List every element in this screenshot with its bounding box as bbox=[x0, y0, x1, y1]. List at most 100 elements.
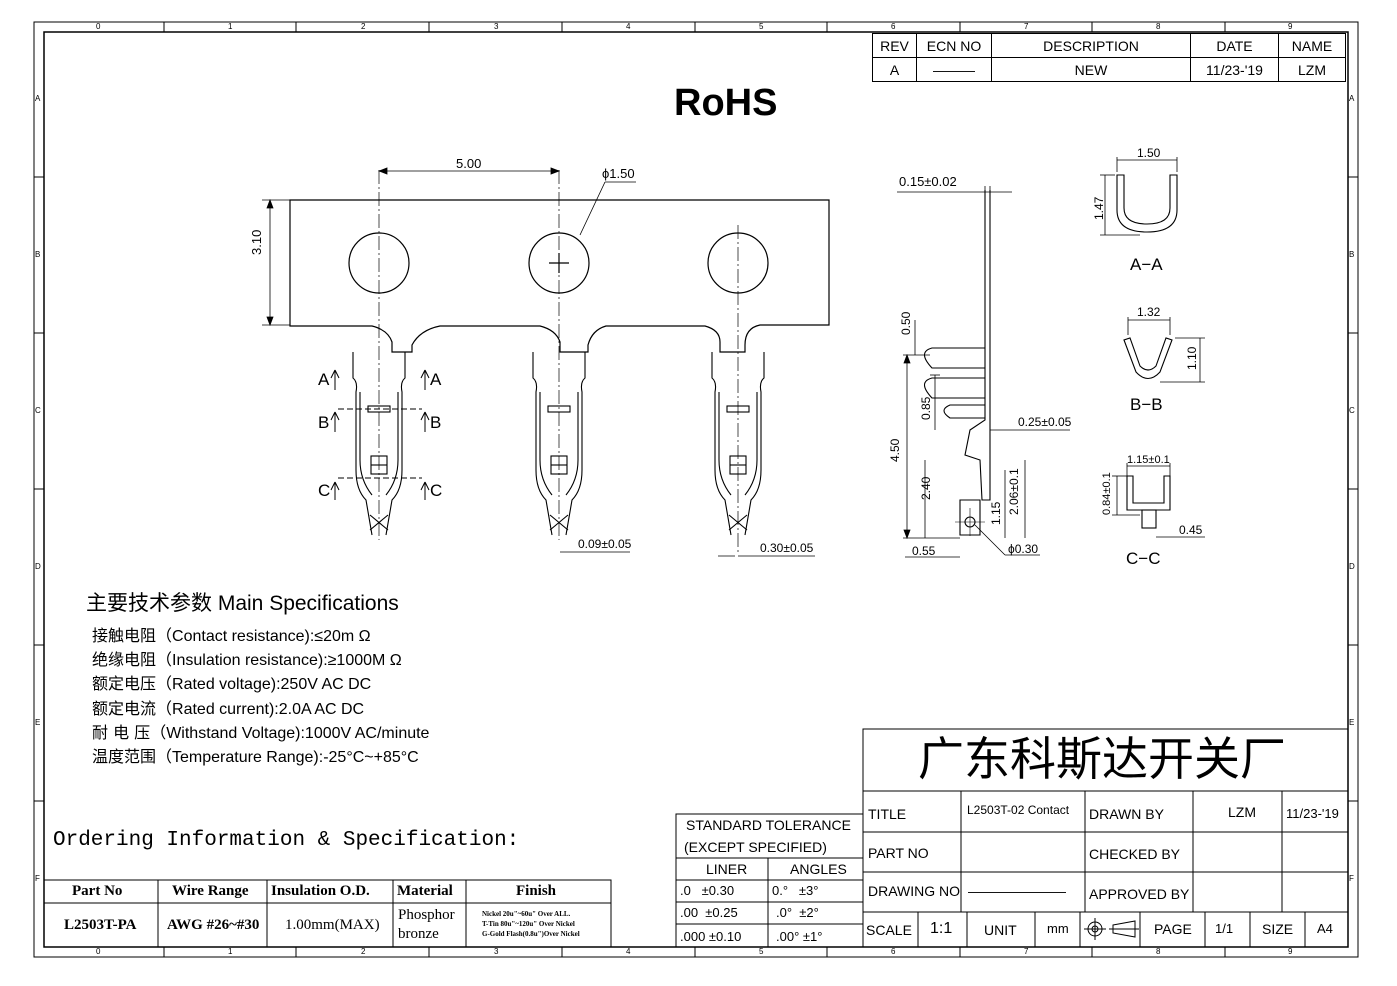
company-name: 广东科斯达开关厂 bbox=[918, 732, 1286, 786]
dim-side-115: 1.15 bbox=[989, 501, 1003, 525]
spec-label-cn: 接触电阻 bbox=[92, 626, 157, 645]
scale-label: SCALE bbox=[866, 922, 912, 938]
spec-label-cn: 温度范围 bbox=[92, 747, 157, 766]
drawing-no-label: DRAWING NO bbox=[868, 883, 961, 899]
dim-side-025: 0.25±0.05 bbox=[1018, 415, 1072, 429]
ordering-part-no: L2503T-PA bbox=[64, 917, 137, 933]
section-mark-c-right: C bbox=[430, 481, 443, 500]
dim-side-030: ϕ0.30 bbox=[1008, 542, 1039, 556]
ordering-heading: Ordering Information & Specification: bbox=[53, 829, 520, 852]
zone-col-9-bottom: 9 bbox=[1288, 947, 1293, 956]
ordering-header-material: Material bbox=[397, 883, 453, 899]
tolerance-frame bbox=[675, 813, 864, 948]
spec-value: （Temperature Range):-25°C~+85°C bbox=[156, 749, 419, 766]
zone-col-9: 9 bbox=[1288, 22, 1293, 31]
specs-title-en: Main Specifications bbox=[217, 592, 399, 615]
ordering-finish-line-1: Nickel 20u"~60u" Over ALL. bbox=[482, 910, 571, 918]
scale-value: 1:1 bbox=[930, 920, 953, 937]
revision-table: REV ECN NO DESCRIPTION DATE NAME A ——— N… bbox=[872, 33, 1346, 82]
ordering-header-part-no: Part No bbox=[72, 883, 123, 899]
title-label: TITLE bbox=[868, 806, 907, 822]
spec-rated-voltage: 额定电压（Rated voltage):250V AC DC bbox=[92, 670, 371, 694]
ordering-material-line-2: bronze bbox=[398, 926, 439, 942]
drawing-no-value: ——————— bbox=[968, 883, 1066, 899]
dim-cc-tab: 0.45 bbox=[1179, 523, 1203, 537]
tolerance-liner-3: .000 ±0.10 bbox=[680, 929, 742, 944]
spec-value: （Contact resistance):≤20m Ω bbox=[156, 628, 371, 645]
spec-label-cn: 绝缘电阻 bbox=[92, 650, 157, 669]
drawn-by-value: LZM bbox=[1228, 804, 1256, 820]
spec-label-cn: 额定电流 bbox=[92, 699, 157, 718]
zone-col-2: 2 bbox=[361, 22, 366, 31]
side-view bbox=[923, 190, 991, 536]
drawn-date: 11/23-'19 bbox=[1286, 806, 1339, 821]
description-header: DESCRIPTION bbox=[991, 33, 1191, 58]
ordering-header-insulation: Insulation O.D. bbox=[271, 883, 370, 899]
unit-value: mm bbox=[1047, 921, 1069, 936]
zone-row-b-right: B bbox=[1349, 250, 1355, 259]
rev-value: A bbox=[872, 57, 917, 82]
ordering-frame bbox=[43, 879, 612, 948]
zone-col-5: 5 bbox=[759, 22, 764, 31]
zone-col-0: 0 bbox=[96, 22, 101, 31]
section-mark-a-left: A bbox=[318, 370, 330, 389]
section-mark-a-right: A bbox=[430, 370, 442, 389]
spec-insulation-resistance: 绝缘电阻（Insulation resistance):≥1000M Ω bbox=[92, 646, 402, 670]
zone-row-a: A bbox=[35, 94, 41, 103]
dim-side-450: 4.50 bbox=[888, 438, 902, 462]
carrier-strip-outline bbox=[289, 199, 830, 353]
spec-value: （Rated voltage):250V AC DC bbox=[156, 676, 372, 693]
dim-gap-1: 0.09±0.05 bbox=[578, 537, 632, 551]
zone-row-a-right: A bbox=[1349, 94, 1355, 103]
dim-cc-width: 1.15±0.1 bbox=[1127, 454, 1170, 466]
ordering-finish-line-3: G-Gold Flash(0.8u")Over Nickel bbox=[482, 930, 580, 938]
tolerance-angle-3: .00° ±1° bbox=[776, 929, 823, 944]
zone-col-3-bottom: 3 bbox=[494, 947, 499, 956]
zone-row-d: D bbox=[35, 562, 41, 571]
ordering-header-finish: Finish bbox=[516, 883, 557, 899]
ecn-header: ECN NO bbox=[916, 33, 992, 58]
ordering-material-line-1: Phosphor bbox=[398, 907, 455, 923]
zone-col-6-bottom: 6 bbox=[891, 947, 896, 956]
approved-by-label: APPROVED BY bbox=[1089, 886, 1190, 902]
ordering-header-wire-range: Wire Range bbox=[172, 883, 249, 899]
contact-terminals bbox=[352, 352, 765, 536]
dim-thickness: 0.15±0.02 bbox=[899, 174, 957, 189]
rohs-label: RoHS bbox=[674, 82, 778, 124]
tolerance-angle-1: 0.° ±3° bbox=[772, 883, 819, 898]
section-aa bbox=[1116, 174, 1178, 233]
tolerance-liner-2: .00 ±0.25 bbox=[680, 905, 738, 920]
dim-aa-height: 1.47 bbox=[1092, 196, 1106, 220]
section-bb bbox=[1123, 337, 1173, 380]
zone-col-4: 4 bbox=[626, 22, 631, 31]
size-label: SIZE bbox=[1262, 921, 1294, 937]
dim-strip-height: 3.10 bbox=[249, 229, 264, 255]
dim-side-240: 2.40 bbox=[919, 476, 933, 500]
part-no-label: PART NO bbox=[868, 845, 929, 861]
zone-row-c-right: C bbox=[1349, 406, 1355, 415]
spec-withstand-voltage: 耐 电 压（Withstand Voltage):1000V AC/minute bbox=[92, 719, 429, 743]
dim-bb-width: 1.32 bbox=[1137, 305, 1161, 319]
dim-pitch: 5.00 bbox=[456, 156, 482, 171]
zone-col-1-bottom: 1 bbox=[228, 947, 233, 956]
zone-col-5-bottom: 5 bbox=[759, 947, 764, 956]
zone-col-4-bottom: 4 bbox=[626, 947, 631, 956]
tolerance-col-liner: LINER bbox=[706, 861, 748, 877]
spec-temperature-range: 温度范围（Temperature Range):-25°C~+85°C bbox=[92, 743, 419, 767]
spec-value: （Withstand Voltage):1000V AC/minute bbox=[150, 725, 430, 742]
section-bb-label: B−B bbox=[1130, 395, 1163, 414]
spec-label-cn: 额定电压 bbox=[92, 674, 157, 693]
title-value: L2503T-02 Contact bbox=[967, 803, 1070, 817]
tolerance-liner-1: .0 ±0.30 bbox=[680, 883, 735, 898]
zone-col-7-bottom: 7 bbox=[1024, 947, 1029, 956]
dim-side-050: 0.50 bbox=[899, 311, 913, 335]
name-value: LZM bbox=[1278, 57, 1346, 82]
section-cc-label: C−C bbox=[1126, 549, 1161, 568]
description-value: NEW bbox=[991, 57, 1191, 82]
page-value: 1/1 bbox=[1215, 921, 1234, 936]
zone-col-6: 6 bbox=[891, 22, 896, 31]
dim-aa-width: 1.50 bbox=[1137, 146, 1161, 160]
dim-bb-height: 1.10 bbox=[1185, 346, 1199, 370]
dim-side-206: 2.06±0.1 bbox=[1007, 468, 1021, 515]
name-header: NAME bbox=[1278, 33, 1346, 58]
